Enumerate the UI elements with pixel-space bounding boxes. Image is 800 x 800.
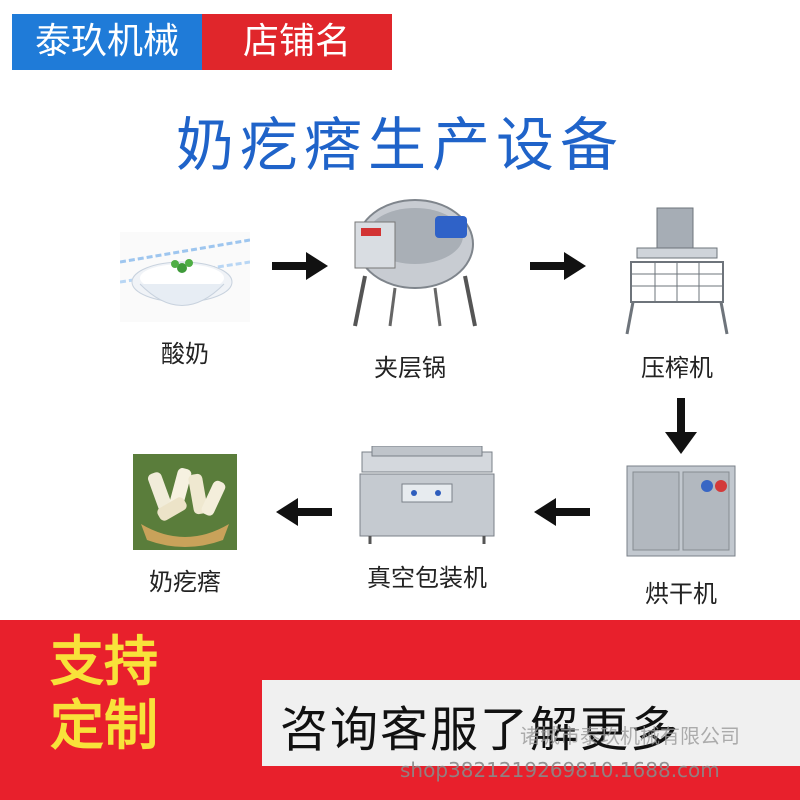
step-press: 压榨机 [592,204,762,383]
arrow-down-icon [665,398,697,454]
arrow-right-icon [272,252,328,280]
page-title: 奶疙瘩生产设备 [175,111,624,179]
yogurt-bowl-icon [120,232,250,322]
step-label: 奶疙瘩 [149,568,221,596]
shop-name: 店铺名 [202,14,392,70]
support-customization: 支持 定制 [50,630,210,758]
shop-url-watermark[interactable]: shop3821219269810.1688.com [400,758,720,782]
step-kettle: 夹层锅 [325,196,495,383]
step-label: 酸奶 [161,340,209,368]
step-yogurt: 酸奶 [100,232,270,369]
support-line-1: 支持 [50,630,158,693]
drying-oven-icon [626,465,736,557]
company-watermark: 诸城市泰玖机械有限公司 [520,724,740,748]
arrow-left-icon [276,498,332,526]
support-line-2: 定制 [50,694,158,757]
step-curds: 奶疙瘩 [100,454,270,597]
brand-name: 泰玖机械 [12,14,202,70]
consult-text[interactable]: 咨询客服了解更多 [280,702,681,758]
step-label: 夹层锅 [374,354,446,382]
step-dryer: 烘干机 [596,462,766,609]
cheese-curds-icon [133,454,237,550]
step-label: 真空包装机 [367,564,487,592]
step-label: 烘干机 [645,580,717,608]
press-machine-icon [625,207,729,335]
vacuum-packer-icon [359,446,495,544]
step-label: 压榨机 [641,354,713,382]
step-vacuum: 真空包装机 [342,446,512,593]
consult-box [262,680,800,766]
arrow-right-icon [530,252,586,280]
arrow-left-icon [534,498,590,526]
jacketed-kettle-icon [353,199,477,327]
